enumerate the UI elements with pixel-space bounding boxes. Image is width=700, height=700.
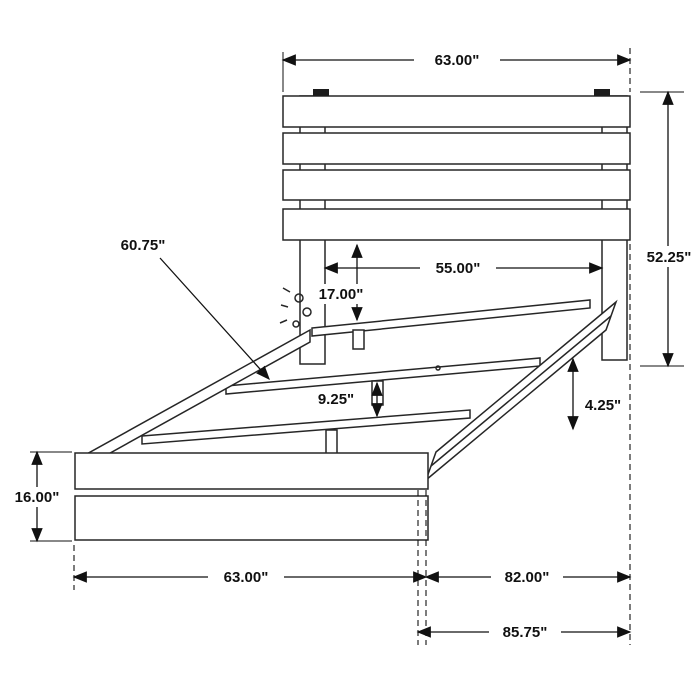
headboard-plank-3 <box>282 169 631 201</box>
dim-footboard-height-label: 16.00" <box>15 489 60 506</box>
slat-assembly <box>141 299 591 455</box>
dim-headboard-width-label: 63.00" <box>435 52 480 69</box>
dim-footboard-height: 16.00" <box>7 450 72 543</box>
headboard-plank-2 <box>282 132 631 165</box>
headboard-right-bracket <box>594 89 610 96</box>
dim-overall-height: 52.25" <box>638 90 700 368</box>
slat-1-support-leg <box>352 329 365 350</box>
left-side-rail <box>84 328 311 469</box>
headboard-plank-4 <box>282 208 631 241</box>
bracket-marks <box>279 287 291 324</box>
label-bg <box>7 487 67 507</box>
dim-frame-length-label: 82.00" <box>505 569 550 586</box>
headboard-left-bracket <box>313 89 329 96</box>
footboard <box>74 452 429 541</box>
bolt-icon <box>292 320 300 328</box>
label-bg <box>308 389 364 409</box>
label-bg <box>208 566 284 587</box>
footboard-plank-2 <box>74 495 429 541</box>
dim-rail-height: 4.25" <box>567 357 621 431</box>
dim-headboard-clearance-label: 17.00" <box>319 286 364 303</box>
mounting-hardware <box>279 287 312 328</box>
leader-line <box>159 257 270 381</box>
bolt-icon <box>302 307 312 317</box>
headboard-plank-1 <box>282 95 631 128</box>
label-bg <box>420 257 496 278</box>
dim-overall-length: 85.75" <box>416 244 632 645</box>
headboard <box>282 89 631 241</box>
dim-footboard-width: 63.00" <box>72 490 428 645</box>
bolt-icon <box>294 293 304 303</box>
label-bg <box>414 49 500 70</box>
dim-inner-width: 55.00" <box>323 257 604 278</box>
dim-rail-height-label: 4.25" <box>585 397 621 414</box>
dim-slat-spacing-label: 9.25" <box>318 391 354 408</box>
dim-inner-width-label: 55.00" <box>436 260 481 277</box>
slat-3 <box>141 409 471 445</box>
slat-2-bolt <box>435 365 441 371</box>
dim-headboard-width: 63.00" <box>281 48 632 92</box>
dim-overall-length-label: 85.75" <box>503 624 548 641</box>
dim-rail-length: 60.75" <box>121 237 270 381</box>
right-side-rail <box>424 299 618 483</box>
dim-footboard-width-label: 63.00" <box>224 569 269 586</box>
dim-rail-length-label: 60.75" <box>121 237 166 254</box>
label-bg <box>491 566 563 587</box>
dim-slat-spacing: 9.25" <box>308 381 383 418</box>
label-bg <box>489 621 561 642</box>
slat-1 <box>311 299 591 337</box>
dim-overall-height-label: 52.25" <box>647 249 692 266</box>
slat-3-support-leg <box>325 429 338 455</box>
dim-frame-length: 82.00" <box>424 566 632 587</box>
footboard-plank-1 <box>74 452 429 490</box>
dim-headboard-clearance: 17.00" <box>311 243 371 322</box>
bed-drawing <box>74 89 631 541</box>
label-bg <box>638 246 700 267</box>
label-bg <box>311 284 371 304</box>
right-side-rail-edge <box>430 315 612 467</box>
